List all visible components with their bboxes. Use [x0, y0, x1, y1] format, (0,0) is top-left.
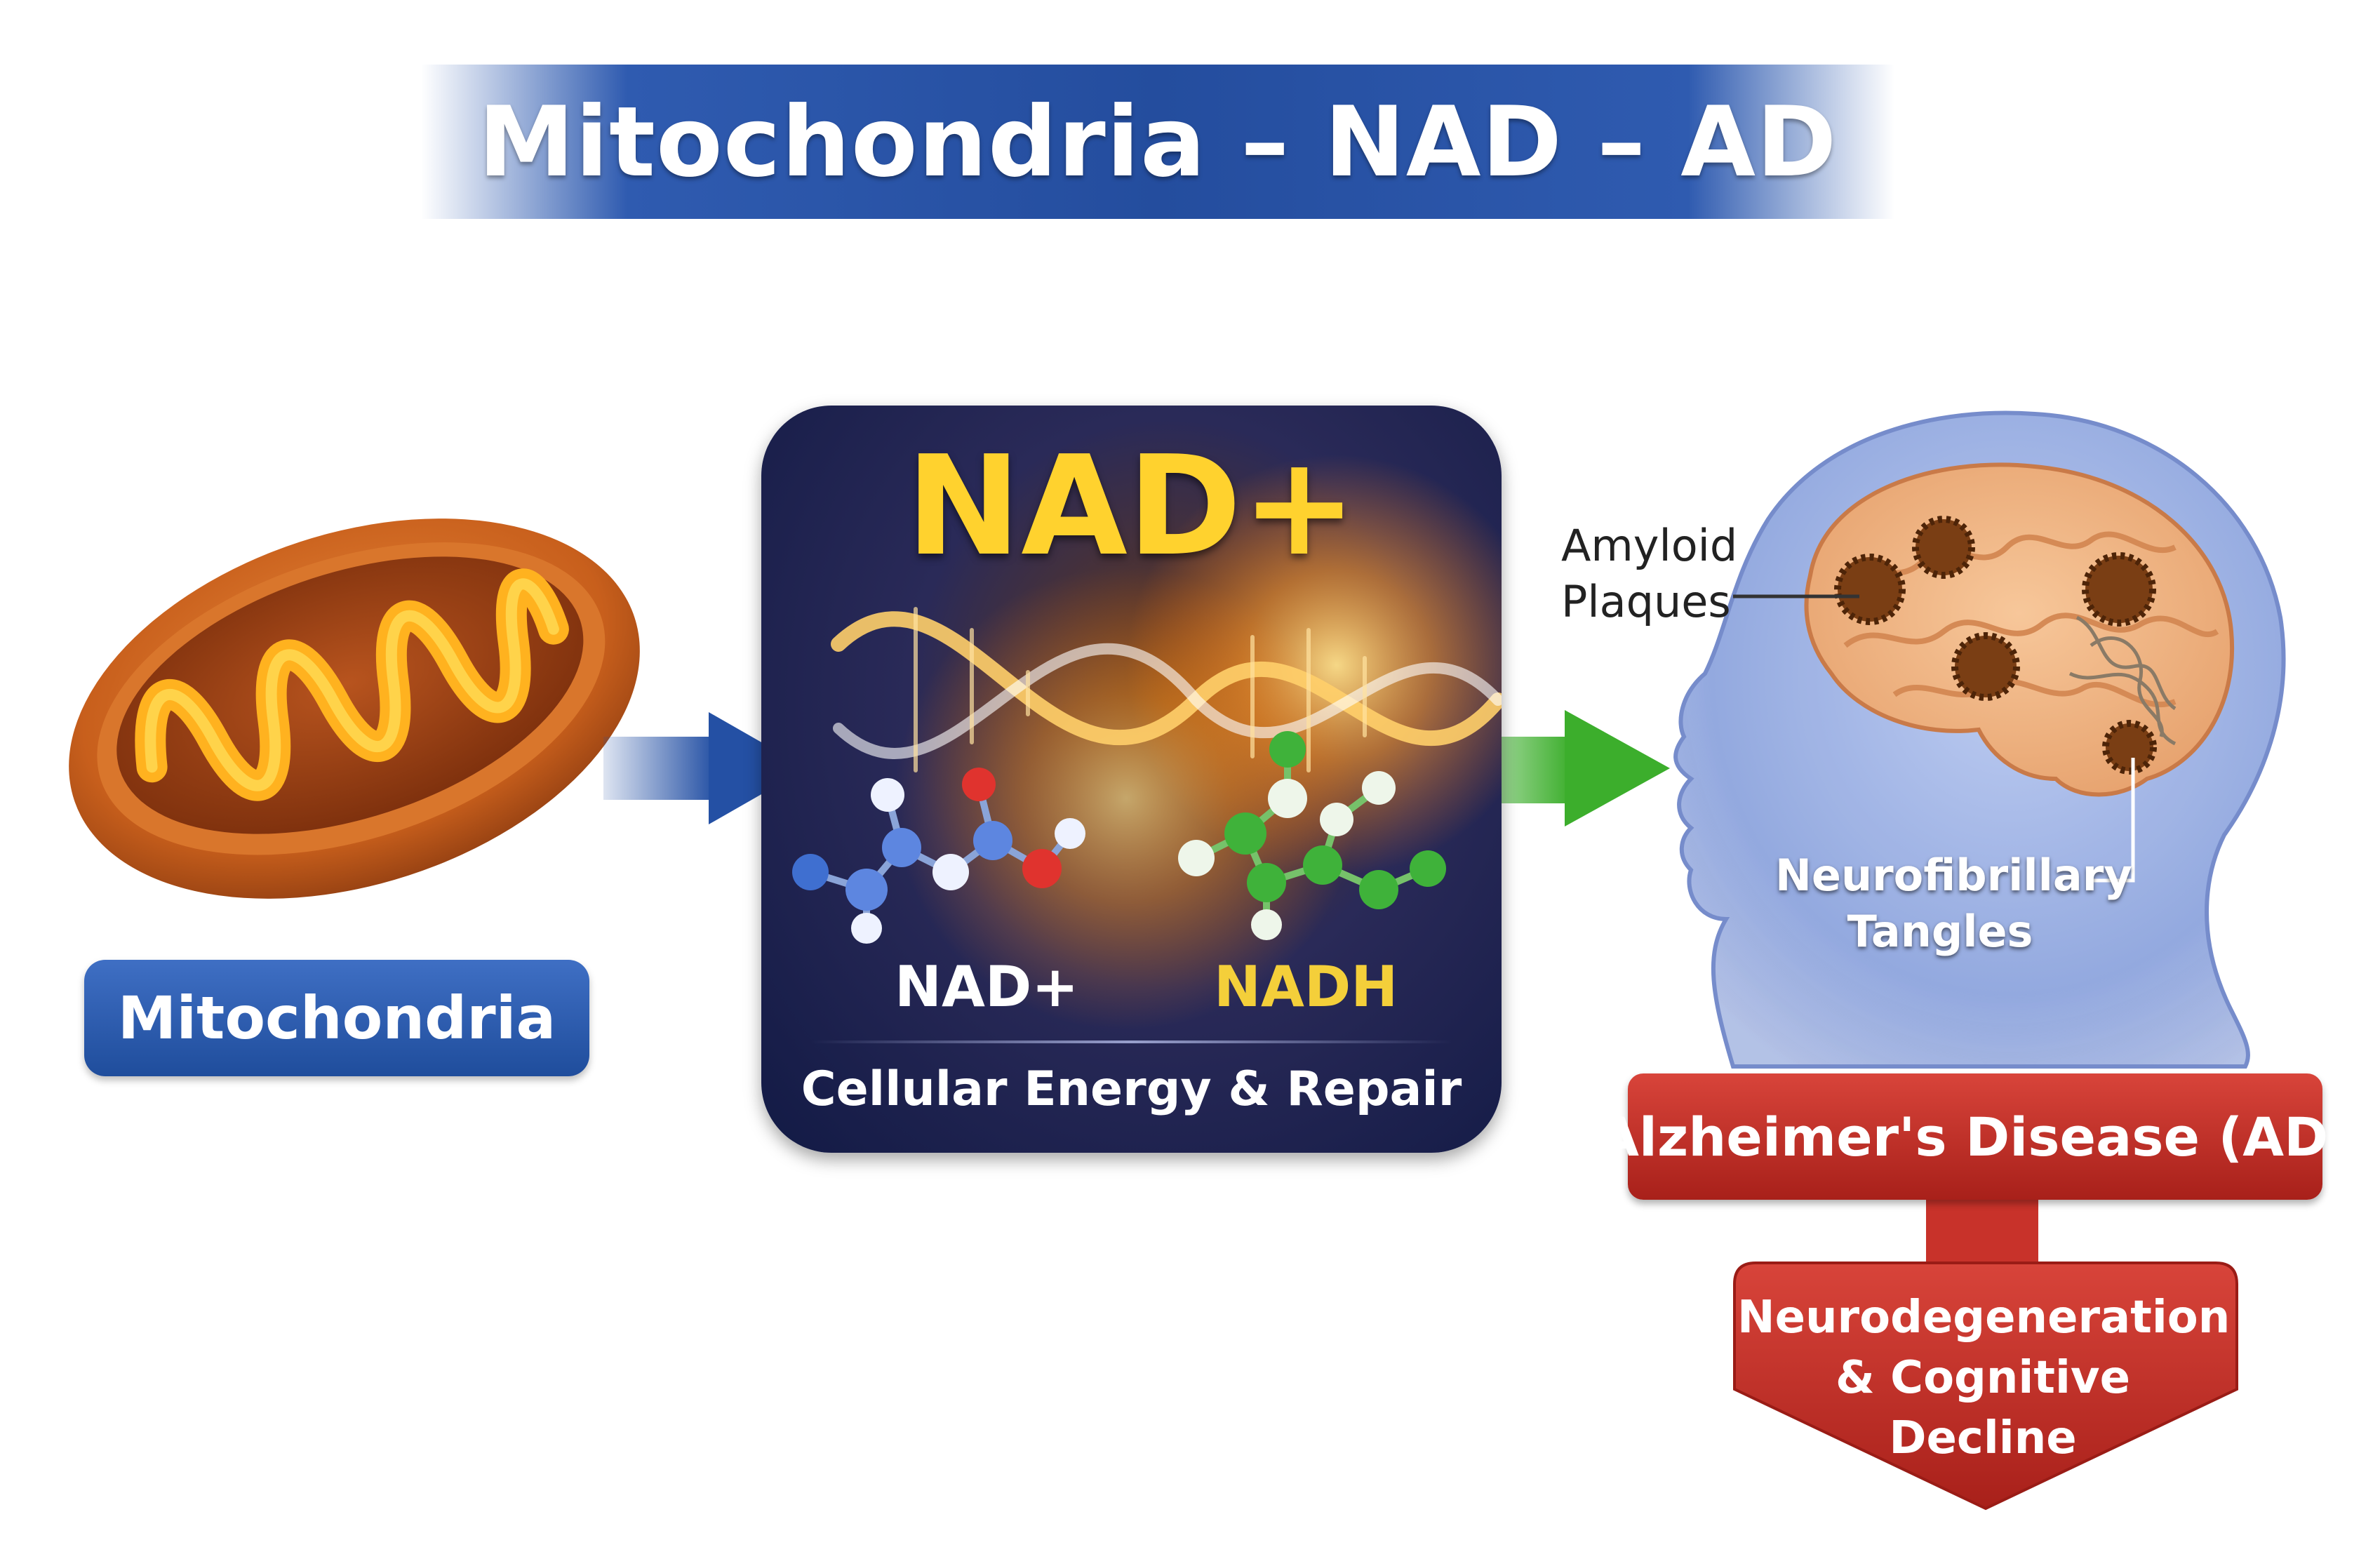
- outcome-arrow-icon: [1733, 1200, 2238, 1511]
- tangles-label-line1: Neurofibrillary: [1775, 850, 2132, 901]
- nad-panel-caption: Cellular Energy & Repair: [801, 1062, 1462, 1117]
- dna-helix-icon: [831, 607, 1502, 772]
- amyloid-plaque-icon: [1951, 632, 2020, 701]
- amyloid-plaque-icon: [2082, 552, 2156, 627]
- amyloid-plaque-icon: [2102, 720, 2157, 775]
- arrow-mito-to-nad-icon: [603, 712, 807, 824]
- title-banner: Mitochondria – NAD – AD: [421, 65, 1894, 219]
- amyloid-label-line1: Amyloid: [1561, 520, 1738, 571]
- page-title: Mitochondria – NAD – AD: [478, 85, 1838, 199]
- outcome-line1: Neurodegeneration: [1737, 1292, 2231, 1344]
- panel-divider: [810, 1040, 1452, 1043]
- amyloid-plaque-icon: [1834, 554, 1906, 625]
- neurofibrillary-tangles-label: Neurofibrillary Tangles: [1775, 848, 2132, 960]
- nadh-molecule-label: NADH: [1214, 954, 1398, 1019]
- nad-panel-artwork: [792, 455, 1502, 1030]
- tangles-leader-line: [2091, 758, 2135, 883]
- outcome-label: Neurodegeneration & Cognitive Decline: [1737, 1287, 2231, 1468]
- mitochondria-label-text: Mitochondria: [117, 984, 556, 1052]
- nadh-molecule-icon: [1178, 731, 1446, 940]
- amyloid-label-line2: Plaques: [1561, 576, 1731, 627]
- nad-title: NAD+: [906, 427, 1357, 587]
- neurofibrillary-tangle-icon: [2068, 615, 2177, 746]
- alzheimers-disease-box: Alzheimer's Disease (AD): [1598, 1073, 2353, 1200]
- nad-molecule-icon: [792, 768, 1085, 944]
- outcome-line2: & Cognitive Decline: [1836, 1352, 2130, 1464]
- amyloid-plaque-icon: [1912, 516, 1975, 579]
- nad-molecule-label: NAD+: [895, 954, 1079, 1019]
- human-head-brain-illustration: [1673, 410, 2286, 1069]
- mitochondria-label: Mitochondria: [84, 960, 589, 1076]
- tangles-label-line2: Tangles: [1847, 906, 2033, 957]
- mitochondrion-illustration: [69, 518, 640, 899]
- nad-panel: NAD+ NAD+ NADH Cellular Energy & Repair: [761, 406, 1502, 1153]
- alzheimers-disease-label: Alzheimer's Disease (AD): [1598, 1105, 2353, 1168]
- amyloid-plaques-label: Amyloid Plaques: [1561, 518, 1737, 630]
